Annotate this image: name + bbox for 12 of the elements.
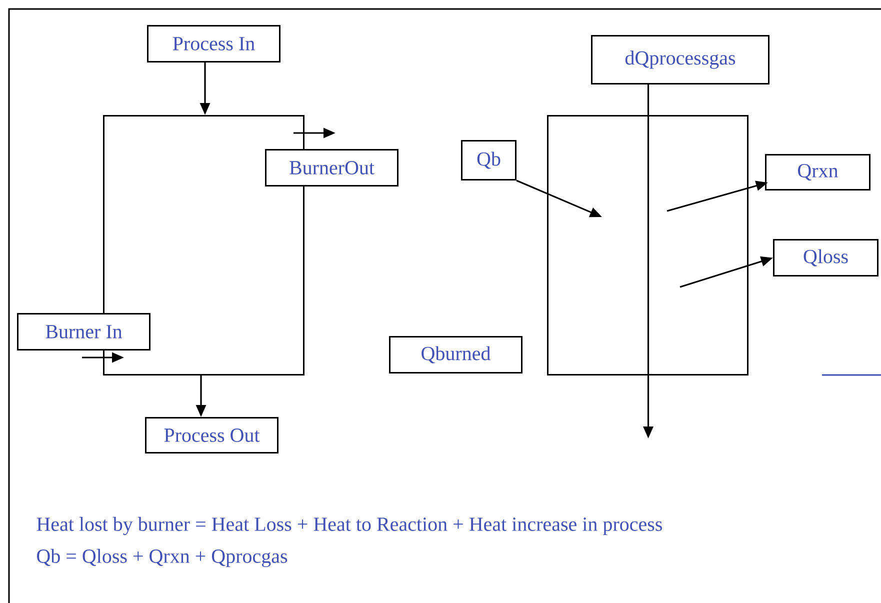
label-box: Qloss: [773, 239, 878, 276]
process-box: [547, 115, 748, 376]
label-box: dQprocessgas: [591, 35, 770, 84]
label-box: Qburned: [389, 336, 522, 374]
label-box: Qb: [461, 140, 516, 180]
label-box: Process Out: [145, 417, 278, 454]
label-box: Burner In: [17, 313, 150, 350]
label-box: Qrxn: [765, 154, 870, 190]
equation-text: Qb = Qloss + Qrxn + Qprocgas: [37, 548, 288, 568]
equation-text: Heat lost by burner = Heat Loss + Heat to Reaction + Heat increase in process: [36, 516, 662, 536]
label-box: BurnerOut: [265, 149, 398, 186]
label-box: Process In: [147, 25, 280, 62]
